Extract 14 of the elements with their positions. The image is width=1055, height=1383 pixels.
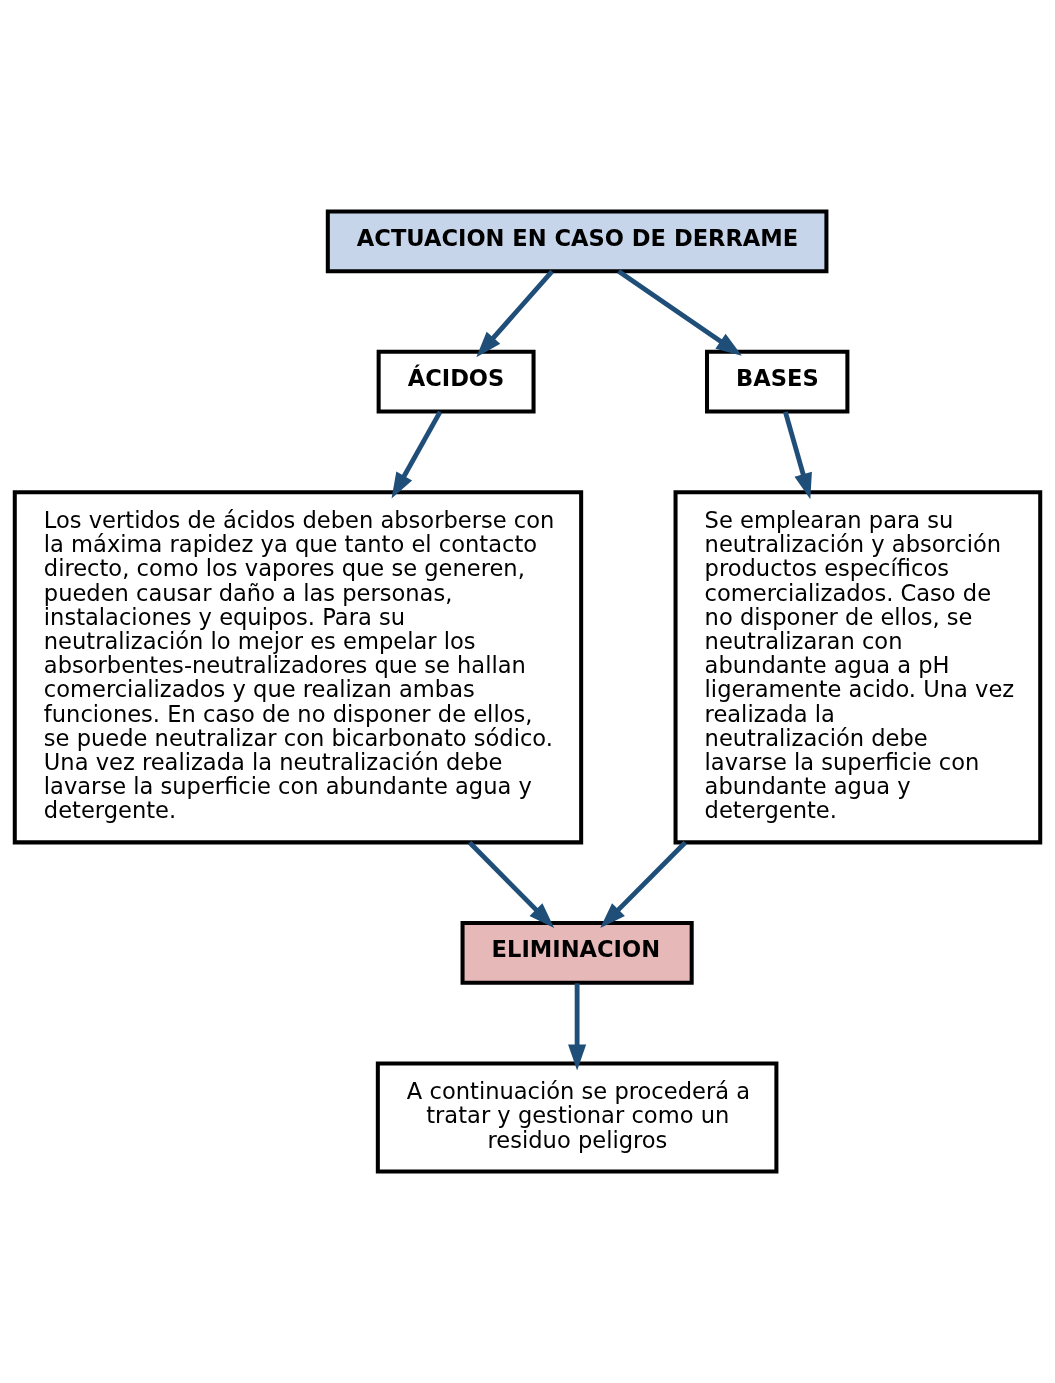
arrow — [467, 840, 555, 929]
arrow — [617, 269, 742, 356]
node-box: ELIMINACION — [460, 921, 694, 985]
arrow — [600, 840, 687, 929]
node-box: BASES — [705, 349, 850, 414]
arrow — [783, 411, 812, 500]
arrow — [391, 410, 443, 499]
node-box: ÁCIDOS — [376, 349, 536, 414]
arrow — [568, 983, 587, 1071]
arrow — [476, 269, 554, 358]
node-box: Los vertidos de ácidos deben absorberse con la máxima rapidez ya que tanto el contacto directo, como los vapores que se generen, pueden causar daño a las personas, instalaciones y equipos. Para su neutralización lo mejor es empelar los absorbentes-neutralizadores que se hallan comercializados y que realizan ambas funciones. En caso de no disponer de ellos, se puede neutralizar con bicarbonato sódico. Una vez realizada la neutralización debe lavarse la superficie con abundante agua y detergente. — [12, 490, 584, 845]
node-box: A continuación se procederá a tratar y gestionar como un residuo peligros — [375, 1061, 779, 1174]
node-box: Se emplearan para su neutralización y absorción productos específicos comercializados. Caso de no disponer de ellos, se neutralizaran con abundante agua a pH ligeramente acido. Una vez realizada la neutralización debe lavarse la superficie con abundante agua y detergente. — [673, 490, 1043, 845]
node-box: ACTUACION EN CASO DE DERRAME — [325, 209, 829, 274]
